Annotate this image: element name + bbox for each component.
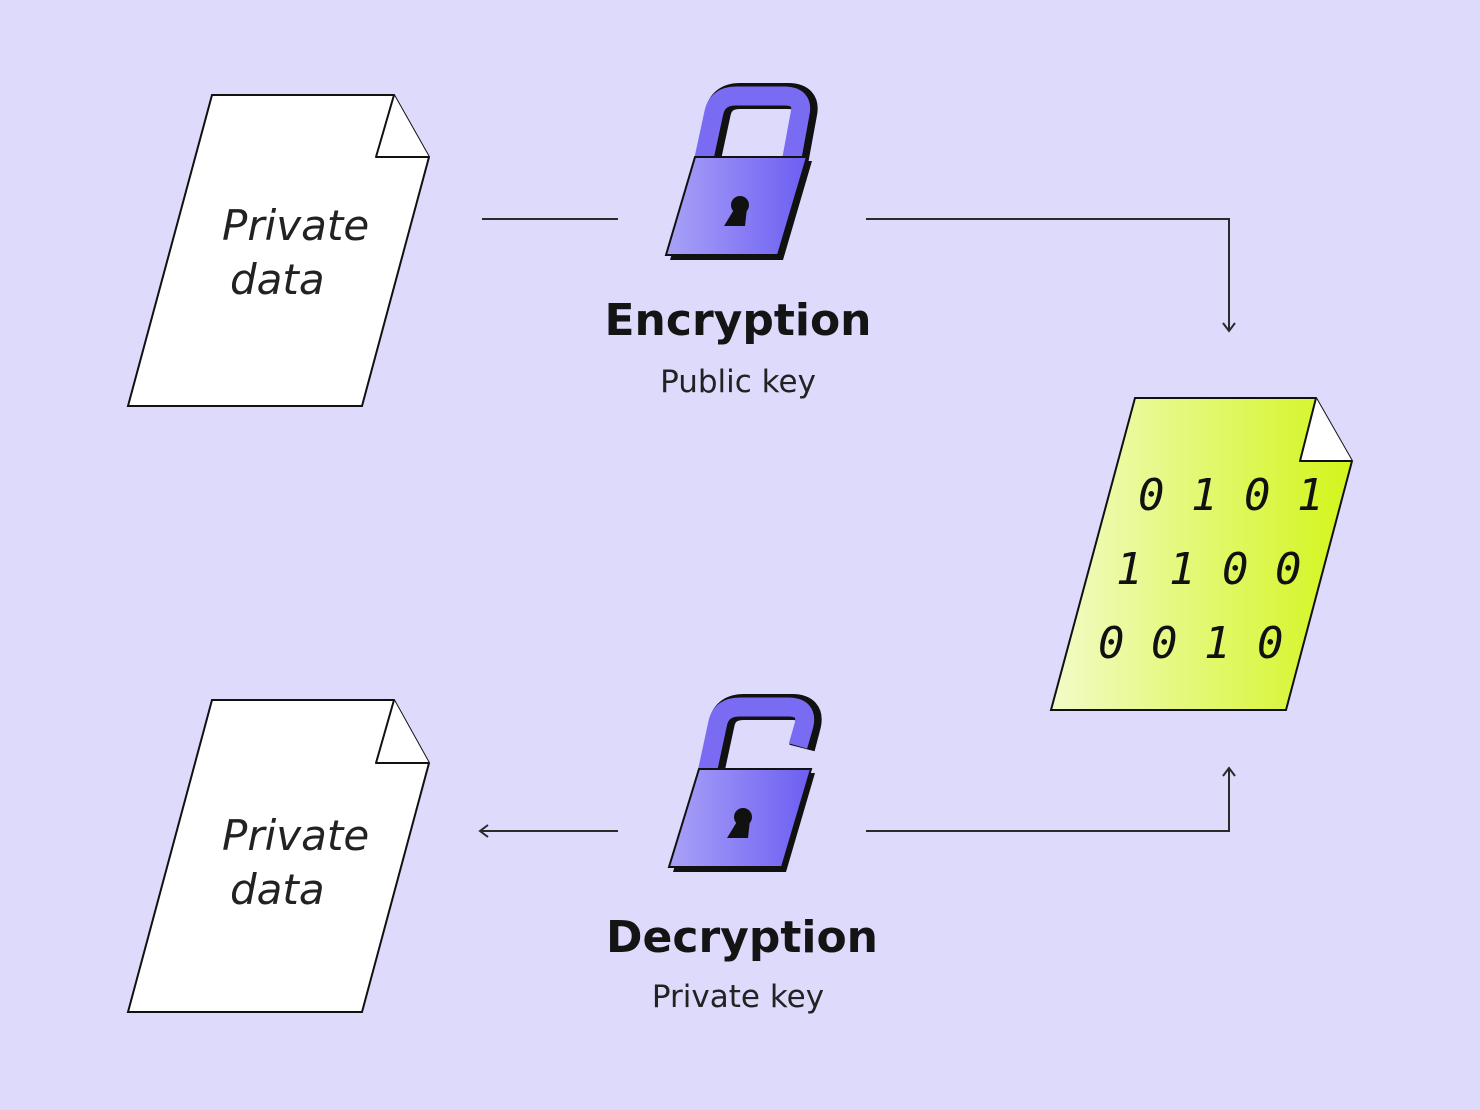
source-document: Private data [126,94,431,407]
result-document: Private data [126,699,431,1013]
ciphertext-row: 0 1 0 1 [1138,470,1323,521]
flow-arrowhead-up [1222,766,1236,777]
encryption-title: Encryption [604,295,871,346]
decryption-title: Decryption [606,912,878,963]
padlock-locked-icon [664,83,818,260]
source-document-label-line2: data [230,255,325,304]
padlock-unlocked-icon [667,694,822,872]
flow-line-from-ciphertext [866,768,1230,832]
result-document-label-line2: data [230,865,325,914]
source-document-label-line1: Private [222,201,369,250]
flow-line-to-ciphertext [866,218,1230,331]
ciphertext-document: 0 1 0 1 1 1 0 0 0 0 1 0 [1049,397,1354,711]
flow-arrowhead-left [478,824,489,838]
ciphertext-row: 1 1 0 0 [1116,544,1301,595]
encryption-key-label: Public key [660,364,816,400]
flow-arrowhead-down [1222,322,1236,333]
decryption-key-label: Private key [652,979,824,1015]
ciphertext-row: 0 0 1 0 [1098,618,1283,669]
result-document-label-line1: Private [222,811,369,860]
